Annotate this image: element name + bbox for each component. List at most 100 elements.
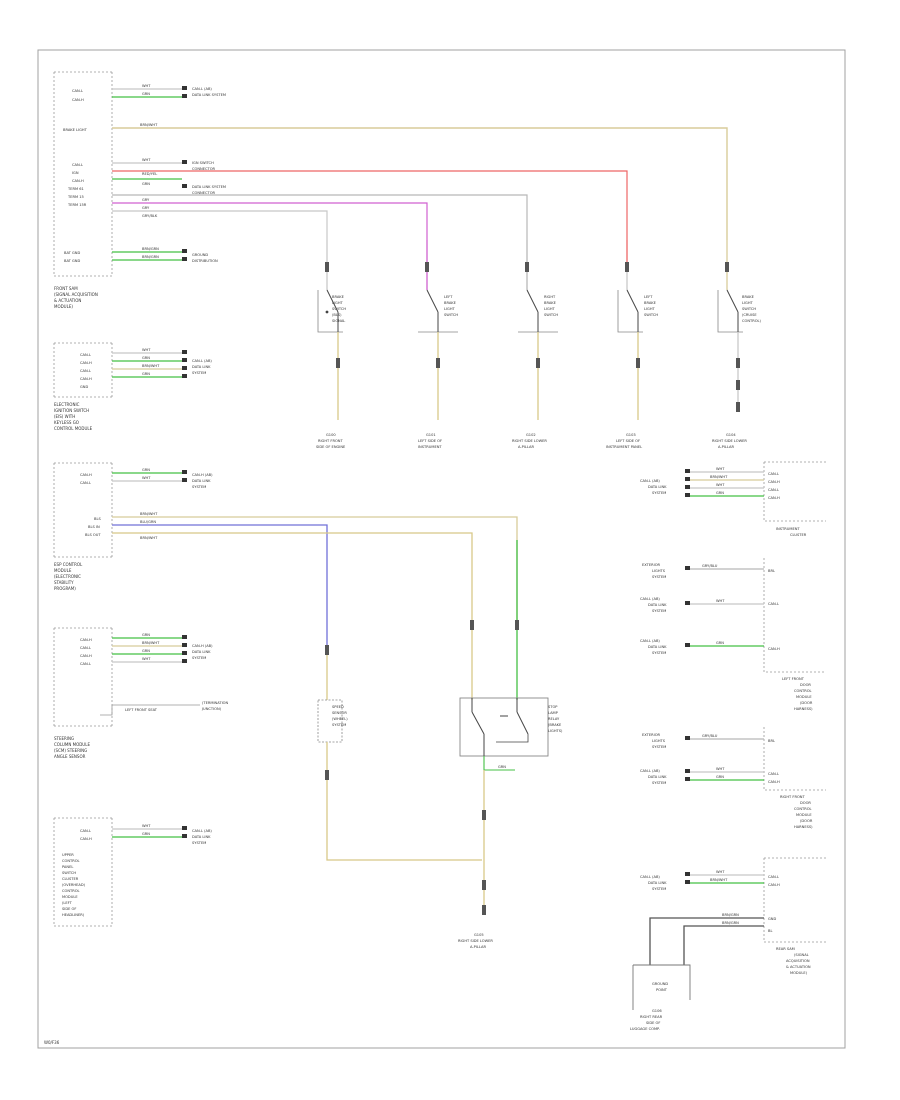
ground-label: LUGGAGE COMP. [630,1027,660,1031]
scm-extra-label: (TERMINATION [202,701,228,705]
lfd-label: CONTROL [794,689,812,693]
front-sam-pin: BRAKE LIGHT [63,128,88,132]
switch-label: BRAKE [644,301,657,305]
wire-end-label: SYSTEM [652,745,666,749]
front-sam-pin: BAT GND [64,259,80,263]
wire-end-label: EXTERIOR [642,733,661,737]
ground-label: G100 [326,433,336,437]
switch-label: BRAKE [742,295,755,299]
wire-end-label: CONNECTOR [192,191,216,195]
front-sam-label: & ACTUATION [54,298,81,303]
steering-column-module: CAN-H CAN-L CAN-H CAN-L GRN BRN/WHT GRN … [53,627,228,759]
ground-label: A-PILLAR [718,445,734,449]
brake-switch-row: BRAKE LIGHT SWITCH (BLS) SIGNAL G100 RIG… [316,240,762,449]
brake-switch-4: LEFT BRAKE LIGHT SWITCH G103 LEFT SIDE O… [606,240,658,449]
front-sam-label: FRONT SAM [54,286,78,291]
front-sam-pin: TERM 61 [67,187,84,191]
lfd-label: (DOOR [800,701,813,705]
relay-label: STOP [548,705,558,709]
ground-label: G106 [652,1009,662,1013]
front-sam-module: CAN-L CAN-H BRAKE LIGHT CAN-L IGN CAN-H … [53,71,113,309]
ic-label: INSTRUMENT [776,527,800,531]
brake-switch-5: BRAKE LIGHT SWITCH (CRUISE CONTROL) G104… [712,240,762,449]
front-sam-pin: TERM 15 [67,195,84,199]
wire-color-label: WHT [716,483,725,487]
eis-pin: CAN-L [80,353,91,357]
eis-label: KEYLESS GO [54,420,79,425]
switch-label: SIGNAL [332,319,345,323]
ucp-pin: CAN-L [80,829,91,833]
wire-color-label: WHT [142,824,151,828]
ucp-inner-label: (LEFT [62,901,73,905]
esp-label: PROGRAM) [54,586,76,591]
wire-end-label: DATA LINK [192,479,211,483]
brake-switch-1: BRAKE LIGHT SWITCH (BLS) SIGNAL G100 RIG… [316,240,346,449]
ucp-inner-label: CONTROL [62,859,80,863]
lfd-label: LEFT FRONT [782,677,805,681]
wire-end-label: LIGHTS [652,569,666,573]
wire-end-label: DATA LINK SYSTEM [192,93,226,97]
rear-sam-label: MODULE) [790,971,808,975]
wire-color-label: WHT [716,467,725,471]
lfd-pin: CAN-H [768,647,780,651]
ground-label: LEFT SIDE OF [418,439,442,443]
wire-end-label: DATA LINK SYSTEM [192,185,226,189]
wire-end-label: SYSTEM [652,887,666,891]
ucp-inner-label: CONTROL [62,889,80,893]
wire-end-label: CAN-H (AB) [192,473,213,477]
rfd-label: RIGHT FRONT [780,795,805,799]
speed-sensor-label: SYSTEM [332,723,346,727]
scm-label: COLUMN MODULE [54,742,90,747]
upper-control-panel-module: CAN-L CAN-H WHT GRN CAN-L (AB) DATA LINK… [53,817,212,927]
brake-switch-3: RIGHT BRAKE LIGHT SWITCH G102 RIGHT SIDE… [512,240,558,449]
wire-end-label: CAN-L (AB) [640,597,660,601]
scm-pin: CAN-L [80,646,91,650]
ucp-inner-label: UPPER [62,853,74,857]
front-sam-label: (SIGNAL ACQUISITION [54,292,98,297]
wire-end-label: IGN SWITCH [192,161,214,165]
rfd-label: CONTROL [794,807,812,811]
wire-color-label: GRN [142,633,150,637]
electronic-ignition-module: CAN-L CAN-H CAN-L CAN-H GND WHT GRN BRN/… [53,342,212,431]
eis-pin: CAN-H [80,377,92,381]
ucp-inner-label: PANEL [62,865,73,869]
front-sam-pin: TERM 15R [67,203,87,207]
lfd-pin: CAN-L [768,602,779,606]
wire-color-label: GRN [142,356,150,360]
wire-color-label: BRN/WHT [710,475,728,479]
switch-label: SWITCH [742,307,756,311]
ground-box-label: GROUND [652,982,668,986]
footer-code: W0/F36 [44,1040,60,1045]
switch-label: BRAKE [332,295,345,299]
wire-end-label: CAN-H (AB) [192,644,213,648]
wire-end-label: SYSTEM [192,371,206,375]
switch-label: LIGHT [742,301,754,305]
wire-color-label: BLU/GRN [140,520,156,524]
wire-color-label: GRN [142,649,150,653]
wire-end-label: LIGHTS [652,739,666,743]
ground-label: INSTRUMENT [418,445,442,449]
wire-color-label: BRN/WHT [140,536,158,540]
ucp-pin: CAN-H [80,837,92,841]
switch-label: (CRUISE [742,313,757,317]
wire-color-label: GRN [498,765,506,769]
esp-label: ESP CONTROL [54,562,83,567]
wire-end-label: SYSTEM [192,841,206,845]
right-front-door-module: BRL CAN-L CAN-H GRY/BLU WHT GRN EXTERIOR… [640,727,826,829]
ground-label: RIGHT SIDE LOWER [458,939,493,943]
wire-end-label: DATA LINK [192,650,211,654]
wire-end-label: DATA LINK [648,775,667,779]
speed-sensor-label: (WHEEL) [332,717,348,721]
ucp-inner-label: CLUSTER [62,877,79,881]
center-components: SPEED SENSOR (WHEEL) SYSTEM STOP LAMP RE… [317,620,563,949]
wire-end-label: DATA LINK [192,365,211,369]
switch-label: BRAKE [444,301,457,305]
ucp-inner-label: MODULE [62,895,78,899]
wire-end-label: CAN-L (AB) [640,479,660,483]
switch-label: LEFT [644,295,653,299]
eis-label: IGNITION SWITCH [54,408,89,413]
switch-label: SWITCH [544,313,558,317]
switch-label: SWITCH [444,313,458,317]
instrument-cluster-module: CAN-L CAN-H CAN-L CAN-H WHT BRN/WHT WHT … [640,461,826,537]
